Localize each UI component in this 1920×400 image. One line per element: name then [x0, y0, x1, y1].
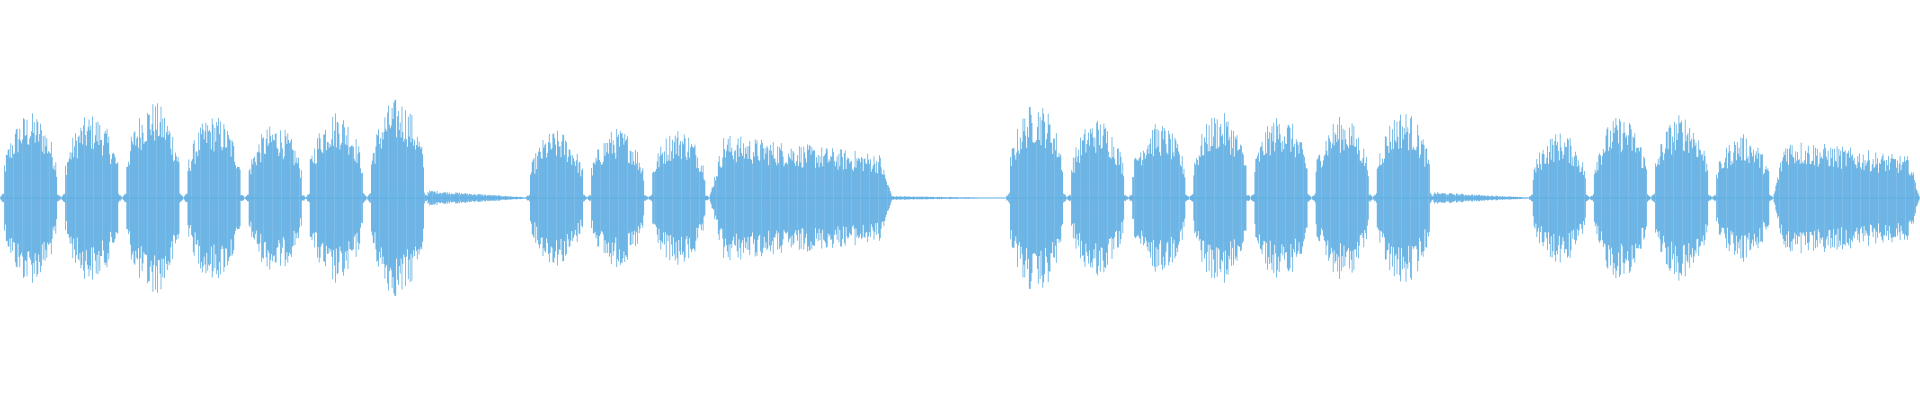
waveform-samples: [0, 99, 1920, 297]
